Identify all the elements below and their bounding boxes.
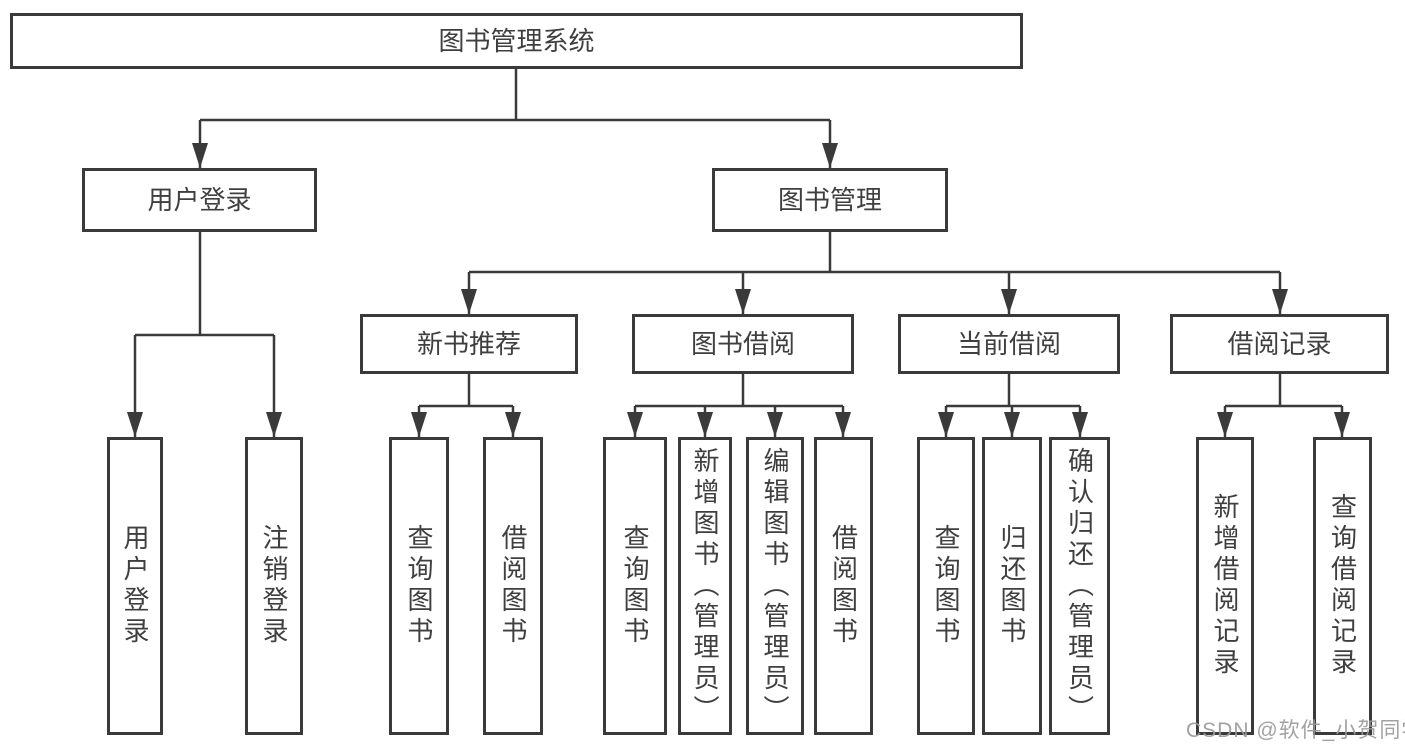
leaf-query-books-newbook: 查询图书 [389, 437, 449, 735]
node-label: 当前借阅 [956, 329, 1061, 359]
node-book-management: 图书管理 [712, 168, 948, 232]
csdn-watermark: CSDN @软件_小贺同学 [1186, 719, 1405, 742]
node-user-login: 用户登录 [82, 168, 317, 232]
node-label: 借阅记录 [1227, 329, 1332, 359]
node-label: 借阅图书 [828, 524, 859, 648]
node-label: 注销登录 [259, 524, 289, 648]
leaf-edit-books-admin: 编辑图书（管理员） [746, 437, 804, 735]
node-borrowing-records: 借阅记录 [1170, 314, 1389, 374]
node-label: 查询借阅记录 [1327, 493, 1358, 679]
connector-root-bus [200, 69, 830, 122]
leaf-confirm-return-admin: 确认归还（管理员） [1049, 437, 1110, 735]
node-label: 归还图书 [997, 524, 1027, 648]
node-label: 新增借阅记录 [1210, 493, 1240, 679]
node-label: 图书管理系统 [438, 26, 595, 56]
leaf-add-borrow-record: 新增借阅记录 [1196, 437, 1254, 735]
leaf-query-borrow-record: 查询借阅记录 [1313, 437, 1372, 735]
connector-user-login-bus [135, 232, 274, 337]
node-label: 新书推荐 [416, 329, 521, 359]
node-label: 新增图书（管理员） [690, 446, 720, 726]
leaf-borrow-books-borrowing: 借阅图书 [814, 437, 873, 735]
leaf-logout: 注销登录 [245, 437, 303, 735]
node-library-management-system: 图书管理系统 [10, 13, 1023, 69]
leaf-query-books-current: 查询图书 [917, 437, 975, 735]
node-label: 用户登录 [147, 185, 252, 215]
node-label: 借阅图书 [498, 524, 528, 648]
connector-borrow-record-bus [1225, 374, 1342, 408]
connector-book-borrow-bus [635, 374, 843, 408]
node-label: 确认归还（管理员） [1064, 446, 1095, 726]
leaf-user-login: 用户登录 [107, 437, 163, 735]
node-label: 图书借阅 [690, 329, 795, 359]
node-label: 查询图书 [620, 524, 650, 648]
connector-new-book-bus [419, 374, 513, 408]
leaf-return-books: 归还图书 [982, 437, 1042, 735]
node-label: 查询图书 [404, 524, 434, 648]
node-label: 用户登录 [120, 524, 150, 648]
leaf-add-books-admin: 新增图书（管理员） [678, 437, 732, 735]
node-label: 查询图书 [931, 524, 961, 648]
connector-book-management-bus [469, 232, 1280, 274]
connector-current-borrow-bus [946, 374, 1080, 408]
leaf-borrow-books-newbook: 借阅图书 [483, 437, 543, 735]
leaf-query-books-borrowing: 查询图书 [603, 437, 667, 735]
node-new-book-recommendation: 新书推荐 [360, 314, 578, 374]
node-label: 编辑图书（管理员） [760, 446, 790, 726]
node-book-borrowing: 图书借阅 [632, 314, 854, 374]
node-current-borrowing: 当前借阅 [898, 314, 1120, 374]
node-label: 图书管理 [777, 185, 882, 215]
